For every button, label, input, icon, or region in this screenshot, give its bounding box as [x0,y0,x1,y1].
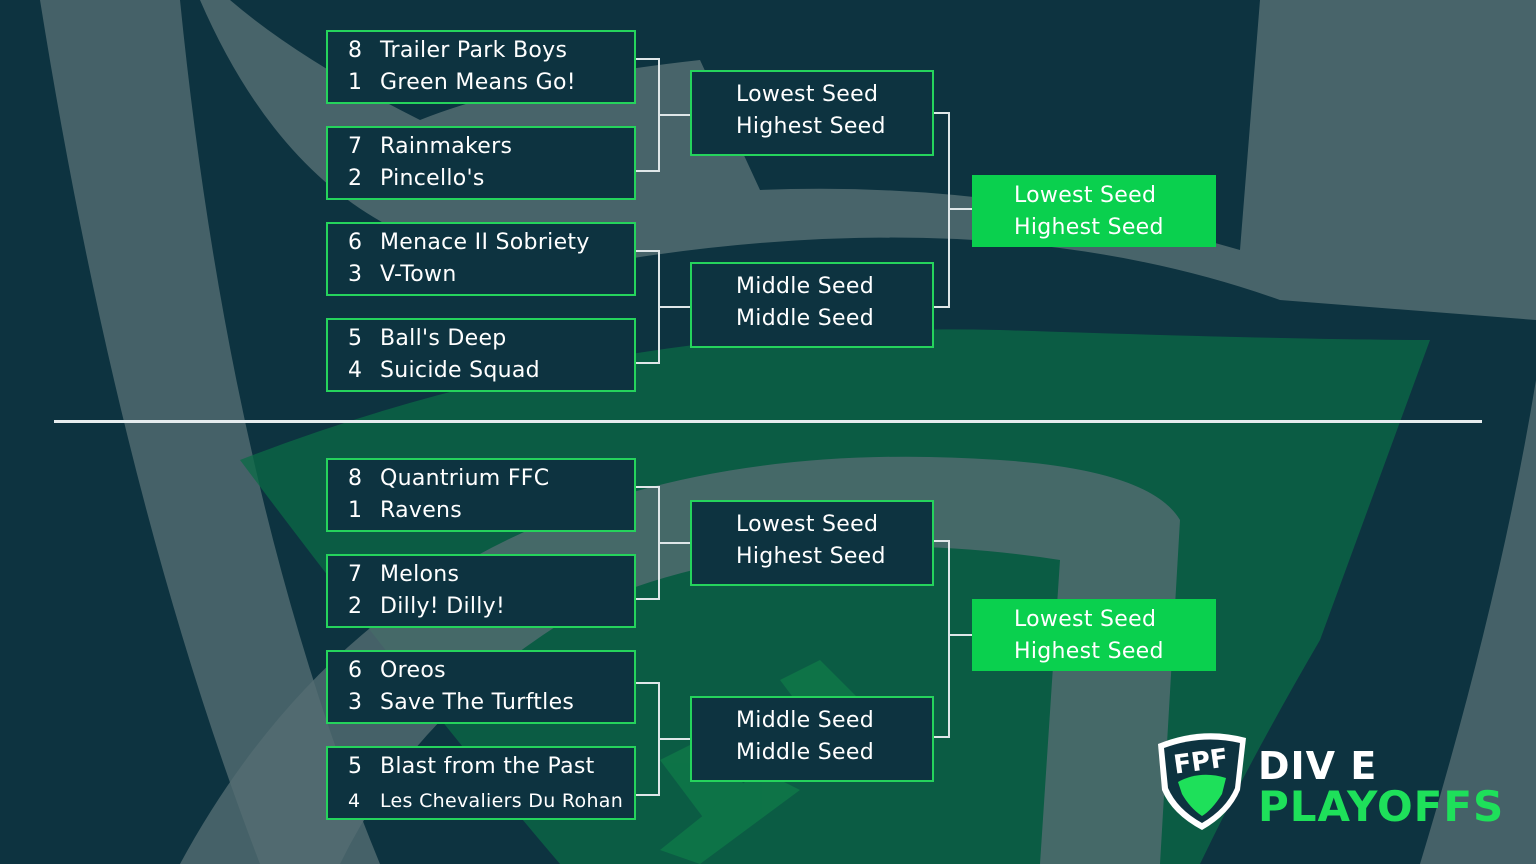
final-line: Highest Seed [1014,215,1164,240]
logo-division-text: DIV E [1258,744,1378,788]
final-line: Highest Seed [1014,639,1164,664]
final-line: Lowest Seed [1014,183,1157,208]
logo-playoffs-text: PLAYOFFS [1258,782,1505,831]
semifinal-line: Lowest Seed [736,512,879,537]
fpf-shield-icon: FPF [1158,733,1246,830]
semifinal-bottom-2[interactable]: Middle Seed Middle Seed [690,696,934,782]
semifinal-line: Highest Seed [736,544,886,569]
final-top[interactable]: Lowest Seed Highest Seed [972,175,1216,247]
semifinal-line: Middle Seed [736,708,874,733]
semifinal-line: Middle Seed [736,740,874,765]
final-line: Lowest Seed [1014,607,1157,632]
semifinal-top-2[interactable]: Middle Seed Middle Seed [690,262,934,348]
semifinal-line: Highest Seed [736,114,886,139]
section-divider [54,420,1482,423]
semifinal-bottom-1[interactable]: Lowest Seed Highest Seed [690,500,934,586]
semifinal-line: Middle Seed [736,274,874,299]
division-logo: FPF DIV E PLAYOFFS [1150,730,1503,840]
semifinal-top-1[interactable]: Lowest Seed Highest Seed [690,70,934,156]
final-bottom[interactable]: Lowest Seed Highest Seed [972,599,1216,671]
semifinal-line: Lowest Seed [736,82,879,107]
semifinal-line: Middle Seed [736,306,874,331]
